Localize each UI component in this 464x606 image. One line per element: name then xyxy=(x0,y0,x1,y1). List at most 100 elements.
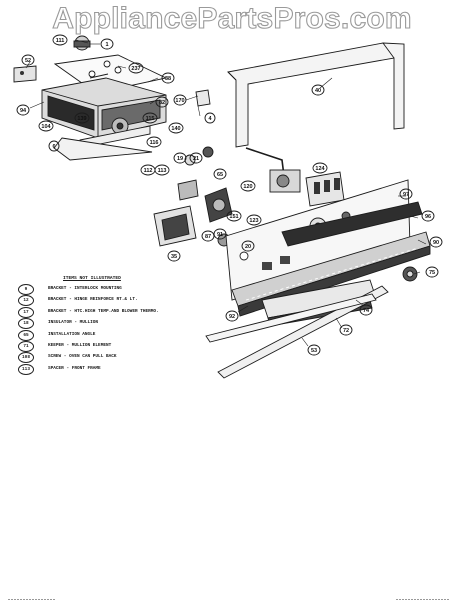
legend-description: SPACER - FRONT FRAME xyxy=(48,365,101,371)
svg-text:140: 140 xyxy=(171,126,180,132)
svg-text:87: 87 xyxy=(205,234,211,240)
callout-75: 75 xyxy=(425,266,439,278)
legend-number: 18 xyxy=(18,318,34,330)
svg-text:65: 65 xyxy=(217,172,223,178)
svg-text:20: 20 xyxy=(245,244,251,250)
legend-row: 65 INSTALLATION ANGLE xyxy=(18,329,238,341)
callout-38: 38 xyxy=(161,72,175,84)
callout-120: 120 xyxy=(240,180,256,192)
callout-113: 113 xyxy=(154,164,170,176)
callout-139: 139 xyxy=(74,112,90,124)
callout-94: 94 xyxy=(16,104,30,116)
svg-text:96: 96 xyxy=(425,214,431,220)
footer-mark-right xyxy=(396,588,456,600)
callout-91: 91 xyxy=(213,228,227,240)
callout-6: 6 xyxy=(48,140,60,152)
svg-text:90: 90 xyxy=(433,240,439,246)
knob-part xyxy=(402,266,418,282)
callout-115: 115 xyxy=(142,112,158,124)
callout-92: 92 xyxy=(225,310,239,322)
callout-65: 65 xyxy=(213,168,227,180)
bottom-rail-part xyxy=(205,293,377,343)
svg-text:120: 120 xyxy=(243,184,252,190)
leader-lines xyxy=(25,39,427,347)
legend-row: 108 SCREW - OVEN CAN PULL BACK xyxy=(18,352,238,364)
callout-170: 170 xyxy=(173,94,187,106)
svg-text:97: 97 xyxy=(403,192,409,198)
svg-text:75: 75 xyxy=(429,270,435,276)
legend-row: 71 KEEPER - MULLION ELEMENT xyxy=(18,340,238,352)
svg-text:4: 4 xyxy=(208,116,212,122)
callout-19: 19 xyxy=(173,152,187,164)
watermark: AppliancePartsPros.com xyxy=(52,1,412,35)
svg-text:116: 116 xyxy=(150,140,159,146)
legend-row: 9 BRACKET - INTERLOCK MOUNTING xyxy=(18,284,238,295)
callout-96: 96 xyxy=(421,210,435,222)
callout-104: 104 xyxy=(38,120,54,132)
callout-40: 40 xyxy=(311,84,325,96)
callout-82: 82 xyxy=(155,96,169,108)
legend-number: 71 xyxy=(18,340,34,352)
svg-text:74: 74 xyxy=(363,308,370,314)
svg-text:38: 38 xyxy=(165,76,171,82)
legend-description: BRACKET - HTC.HIGH TEMP.AND BLOWER THERM… xyxy=(48,308,159,314)
callout-markers: 111 1 237 52 38 94 82 170 104 6 139 115 … xyxy=(16,34,443,356)
legend-row: 18 INSULATOR - MULLION xyxy=(18,318,238,330)
legend-row: 12 BRACKET - HINGE REINFORCE RT.& LT. xyxy=(18,295,238,307)
callout-90: 90 xyxy=(429,236,443,248)
legend-number: 17 xyxy=(18,306,34,318)
svg-text:19: 19 xyxy=(177,156,183,162)
legend-description: KEEPER - MULLION ELEMENT xyxy=(48,342,112,348)
callout-53: 53 xyxy=(307,344,321,356)
legend-number: 65 xyxy=(18,329,34,341)
callout-21: 21 xyxy=(189,152,203,164)
legend-description: INSULATOR - MULLION xyxy=(48,320,99,326)
svg-text:170: 170 xyxy=(175,98,184,104)
callout-1: 1 xyxy=(100,38,114,50)
legend-number: 12 xyxy=(18,295,34,307)
callout-35: 35 xyxy=(167,250,181,262)
callout-97: 97 xyxy=(399,188,413,200)
callout-237: 237 xyxy=(128,62,144,74)
footer-mark-left xyxy=(8,588,68,600)
svg-text:139: 139 xyxy=(77,116,86,122)
svg-text:123: 123 xyxy=(249,218,258,224)
long-rail-part xyxy=(217,285,389,379)
svg-text:113: 113 xyxy=(158,168,167,174)
callout-123: 123 xyxy=(246,214,262,226)
callout-87: 87 xyxy=(201,230,215,242)
svg-text:1: 1 xyxy=(105,42,108,48)
thermostat-bulb xyxy=(245,147,301,193)
svg-text:151: 151 xyxy=(229,214,238,220)
svg-text:124: 124 xyxy=(315,166,325,172)
bracket-part-52 xyxy=(13,65,37,83)
svg-text:72: 72 xyxy=(343,328,349,334)
callout-52: 52 xyxy=(21,54,35,66)
svg-text:111: 111 xyxy=(56,38,65,44)
legend-number: 113 xyxy=(18,363,34,375)
callout-4: 4 xyxy=(204,112,216,124)
blower-housing xyxy=(41,77,167,161)
svg-text:82: 82 xyxy=(159,100,165,106)
svg-text:112: 112 xyxy=(144,168,153,174)
callout-20: 20 xyxy=(241,240,255,252)
svg-text:94: 94 xyxy=(20,108,27,114)
svg-text:237: 237 xyxy=(131,66,140,72)
top-frame-part xyxy=(227,42,405,148)
legend-description: SCREW - OVEN CAN PULL BACK xyxy=(48,354,117,360)
legend-title: ITEMS NOT ILLUSTRATED xyxy=(63,276,121,281)
svg-text:115: 115 xyxy=(146,116,155,122)
items-not-illustrated-legend: ITEMS NOT ILLUSTRATED 9 BRACKET - INTERL… xyxy=(18,276,238,375)
legend-description: BRACKET - INTERLOCK MOUNTING xyxy=(48,286,122,291)
legend-description: BRACKET - HINGE REINFORCE RT.& LT. xyxy=(48,297,138,303)
svg-text:35: 35 xyxy=(171,254,177,260)
callout-124: 124 xyxy=(312,162,328,174)
legend-row: 113 SPACER - FRONT FRAME xyxy=(18,363,238,375)
callout-140: 140 xyxy=(168,122,184,134)
callout-112: 112 xyxy=(140,164,156,176)
terminal-block xyxy=(305,171,345,207)
legend-number: 9 xyxy=(18,284,34,295)
svg-text:53: 53 xyxy=(311,348,317,354)
callout-116: 116 xyxy=(146,136,162,148)
svg-text:21: 21 xyxy=(193,156,199,162)
